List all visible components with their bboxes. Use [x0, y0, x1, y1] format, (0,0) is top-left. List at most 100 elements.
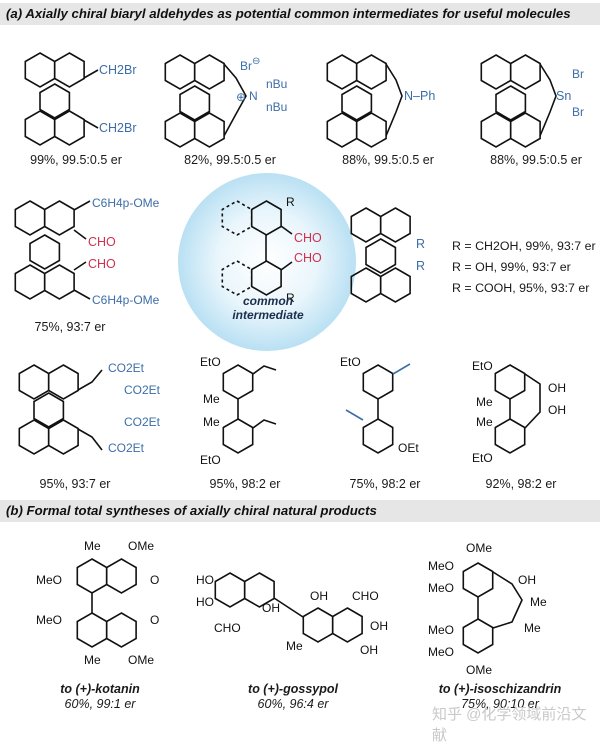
compound-7-ester-4: CO2Et — [108, 441, 145, 455]
compound-4-result: 88%, 99.5:0.5 er — [490, 153, 582, 167]
r-option-2: R = OH, 99%, 93:7 er — [452, 260, 571, 274]
isoschizandrin-meo-2: MeO — [428, 581, 454, 595]
kotanin-ome-2: OMe — [128, 653, 154, 667]
compound-9-result: 75%, 98:2 er — [349, 477, 421, 491]
compound-7-result: 95%, 93:7 er — [39, 477, 111, 491]
common-intermediate-structure — [221, 200, 293, 296]
compound-5-result: 75%, 93:7 er — [34, 320, 106, 334]
compound-3-result: 88%, 99.5:0.5 er — [342, 153, 434, 167]
compound-8-eto-1: EtO — [200, 355, 221, 369]
common-cho-2: CHO — [294, 251, 322, 265]
compound-4-structure — [480, 54, 557, 148]
compound-2-result: 82%, 99.5:0.5 er — [184, 153, 276, 167]
compound-2-n-charge: ⊕ — [236, 90, 246, 104]
compound-10-me-2: Me — [476, 415, 493, 429]
gossypol-me: Me — [286, 639, 303, 653]
kotanin-me-1: Me — [84, 539, 101, 553]
gossypol-name: to (+)-gossypol — [248, 682, 338, 696]
r-option-3: R = COOH, 95%, 93:7 er — [452, 281, 590, 295]
gossypol-cho-2: CHO — [352, 589, 379, 603]
section-b-tag: (b) — [6, 503, 23, 518]
compound-7-ester-2: CO2Et — [124, 383, 161, 397]
isoschizandrin-me-2: Me — [524, 621, 541, 635]
compound-7-ester-1: CO2Et — [108, 361, 145, 375]
section-a-title: Axially chiral biaryl aldehydes as poten… — [25, 6, 571, 21]
compound-9-eto: EtO — [340, 355, 361, 369]
r-option-1: R = CH2OH, 99%, 93:7 er — [452, 239, 596, 253]
compound-1-structure — [24, 52, 99, 146]
section-a-tag: (a) — [6, 6, 23, 21]
kotanin-me-2: Me — [84, 653, 101, 667]
compound-8-me-1: Me — [203, 392, 220, 406]
compound-7-ester-3: CO2Et — [124, 415, 161, 429]
gossypol-oh-4: OH — [360, 643, 378, 657]
gossypol-caption: to (+)-gossypol 60%, 96:4 er — [228, 682, 358, 712]
compound-9-structure — [345, 363, 411, 454]
gossypol-result: 60%, 96:4 er — [257, 697, 329, 711]
isoschizandrin-ome: OMe — [466, 541, 492, 555]
isoschizandrin-meo-4: MeO — [428, 645, 454, 659]
compound-4-sn: Sn — [556, 89, 571, 103]
isoschizandrin-name: to (+)-isoschizandrin — [438, 682, 562, 696]
gossypol-oh-2: OH — [310, 589, 328, 603]
isoschizandrin-result: 75%, 90:10 er — [461, 697, 539, 711]
compound-8-structure — [222, 364, 277, 454]
compound-8-me-2: Me — [203, 415, 220, 429]
kotanin-ome-1: OMe — [128, 539, 154, 553]
gossypol-oh-3: OH — [370, 619, 388, 633]
gossypol-cho-1: CHO — [214, 621, 241, 635]
isoschizandrin-meo-3: MeO — [428, 623, 454, 637]
kotanin-meo-2: MeO — [36, 613, 62, 627]
kotanin-caption: to (+)-kotanin 60%, 99:1 er — [40, 682, 160, 712]
compound-5-cho-1: CHO — [88, 235, 116, 249]
compound-2-counterion: Br⊖ — [240, 56, 260, 73]
common-line-1: common — [242, 294, 293, 308]
compound-2-bu-2: nBu — [266, 100, 287, 114]
r-options-list: R = CH2OH, 99%, 93:7 er R = OH, 99%, 93:… — [452, 236, 596, 299]
kotanin-o-1: O — [150, 573, 159, 587]
isoschizandrin-caption: to (+)-isoschizandrin 75%, 90:10 er — [425, 682, 575, 712]
compound-5-structure — [14, 200, 91, 300]
common-intermediate-label: common intermediate — [214, 294, 322, 322]
compound-8-result: 95%, 98:2 er — [209, 477, 281, 491]
kotanin-result: 60%, 99:1 er — [64, 697, 136, 711]
compound-2-structure — [164, 54, 247, 148]
common-r-2: R — [286, 291, 295, 305]
compound-8-eto-2: EtO — [200, 453, 221, 467]
compound-3-group: N–Ph — [404, 89, 435, 103]
compound-10-structure — [494, 364, 541, 454]
kotanin-meo-1: MeO — [36, 573, 62, 587]
compound-5-cho-2: CHO — [88, 257, 116, 271]
isoschizandrin-oh: OH — [518, 573, 536, 587]
common-r-1: R — [286, 195, 295, 209]
isoschizandrin-structure — [462, 562, 523, 654]
compound-9-oet: OEt — [398, 441, 419, 455]
compound-10-result: 92%, 98:2 er — [485, 477, 557, 491]
common-line-2: intermediate — [232, 308, 304, 322]
isoschizandrin-meo-1: MeO — [428, 559, 454, 573]
kotanin-structure — [76, 558, 137, 648]
compound-5-aryl-1: C6H4p-OMe — [92, 196, 160, 210]
compound-10-eto-1: EtO — [472, 359, 493, 373]
compound-2-n: N — [249, 89, 258, 103]
compound-10-oh-1: OH — [548, 381, 566, 395]
compound-10-me-1: Me — [476, 395, 493, 409]
watermark: 知乎 @化学领域前沿文献 — [432, 706, 587, 744]
kotanin-o-2: O — [150, 613, 159, 627]
section-a-header: (a) Axially chiral biaryl aldehydes as p… — [0, 3, 600, 25]
compound-6-r-1: R — [416, 237, 425, 251]
compound-1-sub-1: CH2Br — [99, 63, 137, 77]
compound-1-result: 99%, 99.5:0.5 er — [30, 153, 122, 167]
compound-5-aryl-2: C6H4p-OMe — [92, 293, 160, 307]
common-cho-1: CHO — [294, 231, 322, 245]
compound-10-oh-2: OH — [548, 403, 566, 417]
compound-3-structure — [326, 54, 403, 148]
compound-4-br-2: Br — [572, 105, 584, 119]
isoschizandrin-ome-2: OMe — [466, 663, 492, 677]
isoschizandrin-me-1: Me — [530, 595, 547, 609]
compound-2-bu-1: nBu — [266, 77, 287, 91]
compound-6-structure — [350, 207, 411, 303]
compound-6-r-2: R — [416, 259, 425, 273]
compound-10-eto-2: EtO — [472, 451, 493, 465]
compound-7-structure — [18, 364, 103, 455]
